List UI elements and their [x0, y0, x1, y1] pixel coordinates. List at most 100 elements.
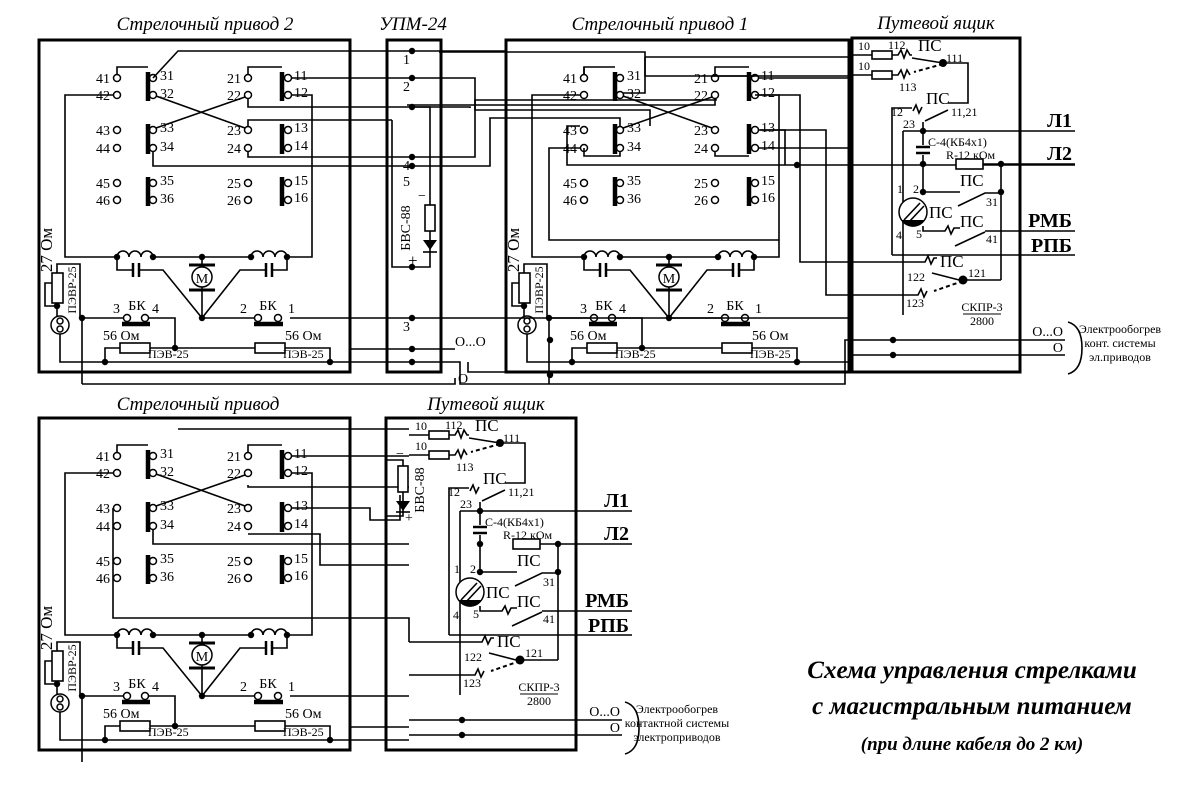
wire [467, 362, 850, 373]
wire [852, 254, 937, 266]
rotor-base [901, 220, 925, 227]
label: 3 [113, 302, 120, 317]
ps-label: ПС [486, 583, 510, 602]
contact-36 [148, 573, 158, 583]
label: 112 [445, 418, 463, 432]
contact-label: 26 [227, 572, 241, 587]
coil-winding [116, 628, 154, 636]
junction-dot [171, 722, 179, 730]
var-resistor-type: ПЭВР-25 [532, 266, 546, 313]
wire [386, 492, 404, 517]
output-L2: Л2 [604, 523, 629, 545]
drive-bottom-title: Стрелочный привод [117, 394, 280, 415]
contact-label: 42 [96, 89, 110, 104]
contact-12 [283, 90, 293, 100]
resistor [119, 342, 151, 354]
wire [56, 641, 81, 696]
thermal-element [449, 448, 468, 461]
contact-36 [148, 195, 158, 205]
contact-label: 46 [96, 194, 110, 209]
junction-dot [458, 716, 466, 724]
contact-label: 11 [294, 69, 307, 84]
wire [616, 317, 643, 348]
contact-35 [615, 178, 625, 188]
wire [201, 647, 266, 697]
wire [852, 287, 928, 299]
switch-lever [468, 437, 501, 444]
drive-housing [37, 38, 352, 374]
label: 31 [543, 575, 555, 589]
heating-label: контактной системы [625, 716, 729, 730]
junction-dot [554, 568, 562, 576]
contact-14 [283, 521, 293, 531]
contact-21 [243, 451, 253, 461]
contact-label: 16 [761, 191, 775, 206]
contact-label: 26 [227, 194, 241, 209]
wire [155, 96, 246, 129]
upm-heat-single: О [458, 372, 468, 387]
fuse [428, 450, 450, 460]
contact-label: 31 [160, 447, 174, 462]
ps-label: ПС [483, 469, 507, 488]
wire [59, 334, 350, 363]
bk-contact [140, 691, 150, 701]
contact-43 [112, 503, 122, 513]
contact-11 [283, 451, 293, 461]
label: 2 [240, 680, 247, 695]
wire [247, 444, 282, 452]
label: 4 [152, 302, 159, 317]
resistor-label: 56 Ом [285, 707, 322, 722]
bk-contact [253, 691, 263, 701]
contact-label: 44 [563, 142, 577, 157]
label: 10 [858, 39, 870, 53]
contact-42 [112, 468, 122, 478]
label: 123 [463, 676, 481, 690]
label: 122 [464, 650, 482, 664]
contact-33 [148, 125, 158, 135]
junction-dot [171, 344, 179, 352]
contact-24 [710, 143, 720, 153]
junction-dot [476, 540, 484, 548]
contact-32 [148, 468, 158, 478]
ps-label: ПС [475, 416, 499, 435]
contact-label: 15 [294, 552, 308, 567]
label: 10 [858, 59, 870, 73]
label: 1 [897, 182, 903, 196]
coil-winding [250, 250, 288, 258]
contact-label: 24 [227, 142, 241, 157]
contact-41 [112, 73, 122, 83]
contact-45 [579, 178, 589, 188]
resistor-label: 56 Ом [752, 329, 789, 344]
wire [59, 712, 350, 741]
wire [116, 444, 148, 452]
skpr-number: 2800 [970, 314, 994, 328]
label: 4 [896, 228, 902, 242]
heating-label: электроприводов [633, 730, 720, 744]
wire [272, 635, 288, 649]
bvs-resistor [397, 465, 409, 493]
wire [116, 66, 148, 74]
contact-22 [243, 468, 253, 478]
resistor [586, 342, 618, 354]
heat-pair-label: О...О [589, 705, 620, 720]
contact-16 [750, 195, 760, 205]
wire [285, 347, 331, 362]
wire [116, 257, 133, 271]
bk-contact [273, 691, 283, 701]
wire [714, 66, 749, 74]
coil-winding [583, 250, 621, 258]
output-RMB: РМБ [585, 590, 629, 612]
drive-housing [504, 38, 851, 374]
contact-label: 12 [294, 86, 308, 101]
label: 23 [460, 497, 472, 511]
wire [64, 472, 117, 636]
wire [714, 152, 749, 157]
contact-35 [148, 178, 158, 188]
contact-label: 41 [96, 72, 110, 87]
wire [44, 670, 57, 685]
var-resistor-type: ПЭВР-25 [65, 266, 79, 313]
contact-label: 45 [96, 555, 110, 570]
motor-label: М [196, 650, 209, 665]
lamp-filament [523, 317, 531, 325]
switch-lever [911, 57, 944, 64]
